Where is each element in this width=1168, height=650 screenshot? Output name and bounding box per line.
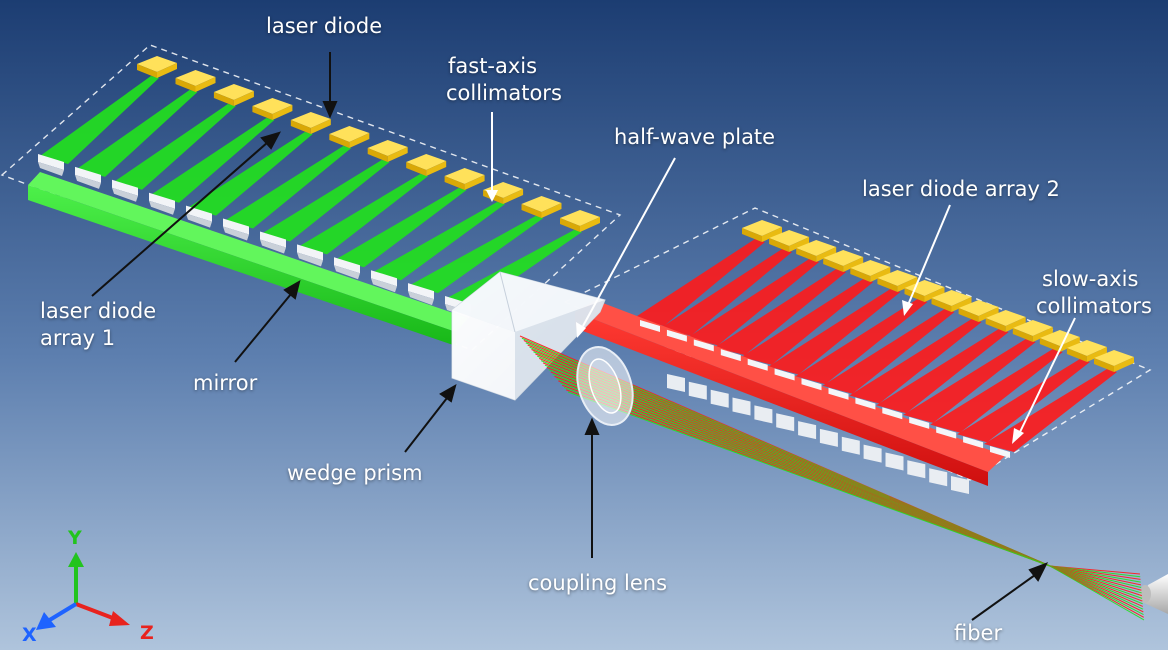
half-wave-plate-label: half-wave plate — [614, 124, 775, 151]
fast-axis-collimators-label: fast-axis collimators — [446, 53, 562, 107]
wedge-prism-label: wedge prism — [287, 460, 423, 487]
z-axis-label: Z — [140, 622, 154, 644]
x-axis-label: X — [22, 624, 37, 646]
coupling-lens-label: coupling lens — [528, 570, 667, 597]
fiber-label: fiber — [954, 620, 1002, 647]
laser-diode-array-1-label: laser diode array 1 — [40, 298, 156, 352]
laser-diode-label: laser diode — [266, 13, 382, 40]
y-axis-label: Y — [68, 527, 82, 549]
mirror-label: mirror — [193, 370, 257, 397]
laser-diode-array-2-label: laser diode array 2 — [862, 176, 1060, 203]
slow-axis-collimators-label: slow-axis collimators — [1036, 266, 1152, 320]
